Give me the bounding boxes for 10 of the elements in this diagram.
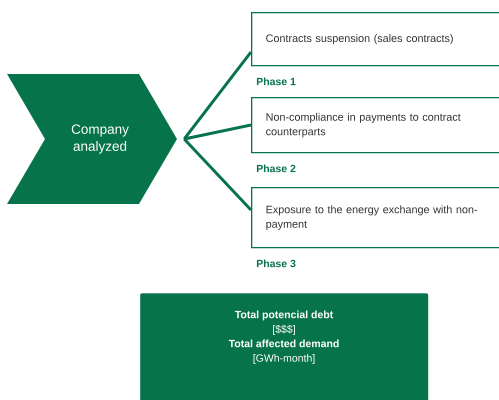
phase-label: Phase 3 [256, 260, 296, 268]
connector-line [183, 138, 252, 212]
summary-box: Total potencial debt [$$$] Total affected demand [GWh-month] [140, 293, 428, 400]
connector-line [183, 51, 252, 140]
phase-label: Phase 2 [256, 164, 296, 172]
phase-box: Exposure to the energy exchange with non-payment [251, 187, 499, 248]
phase-label: Phase 1 [256, 78, 296, 86]
phase-box: Contracts suspension (sales contracts) [251, 12, 499, 66]
connector-line [184, 124, 252, 140]
phase-box: Non-compliance in payments to contract counterparts [251, 97, 499, 154]
